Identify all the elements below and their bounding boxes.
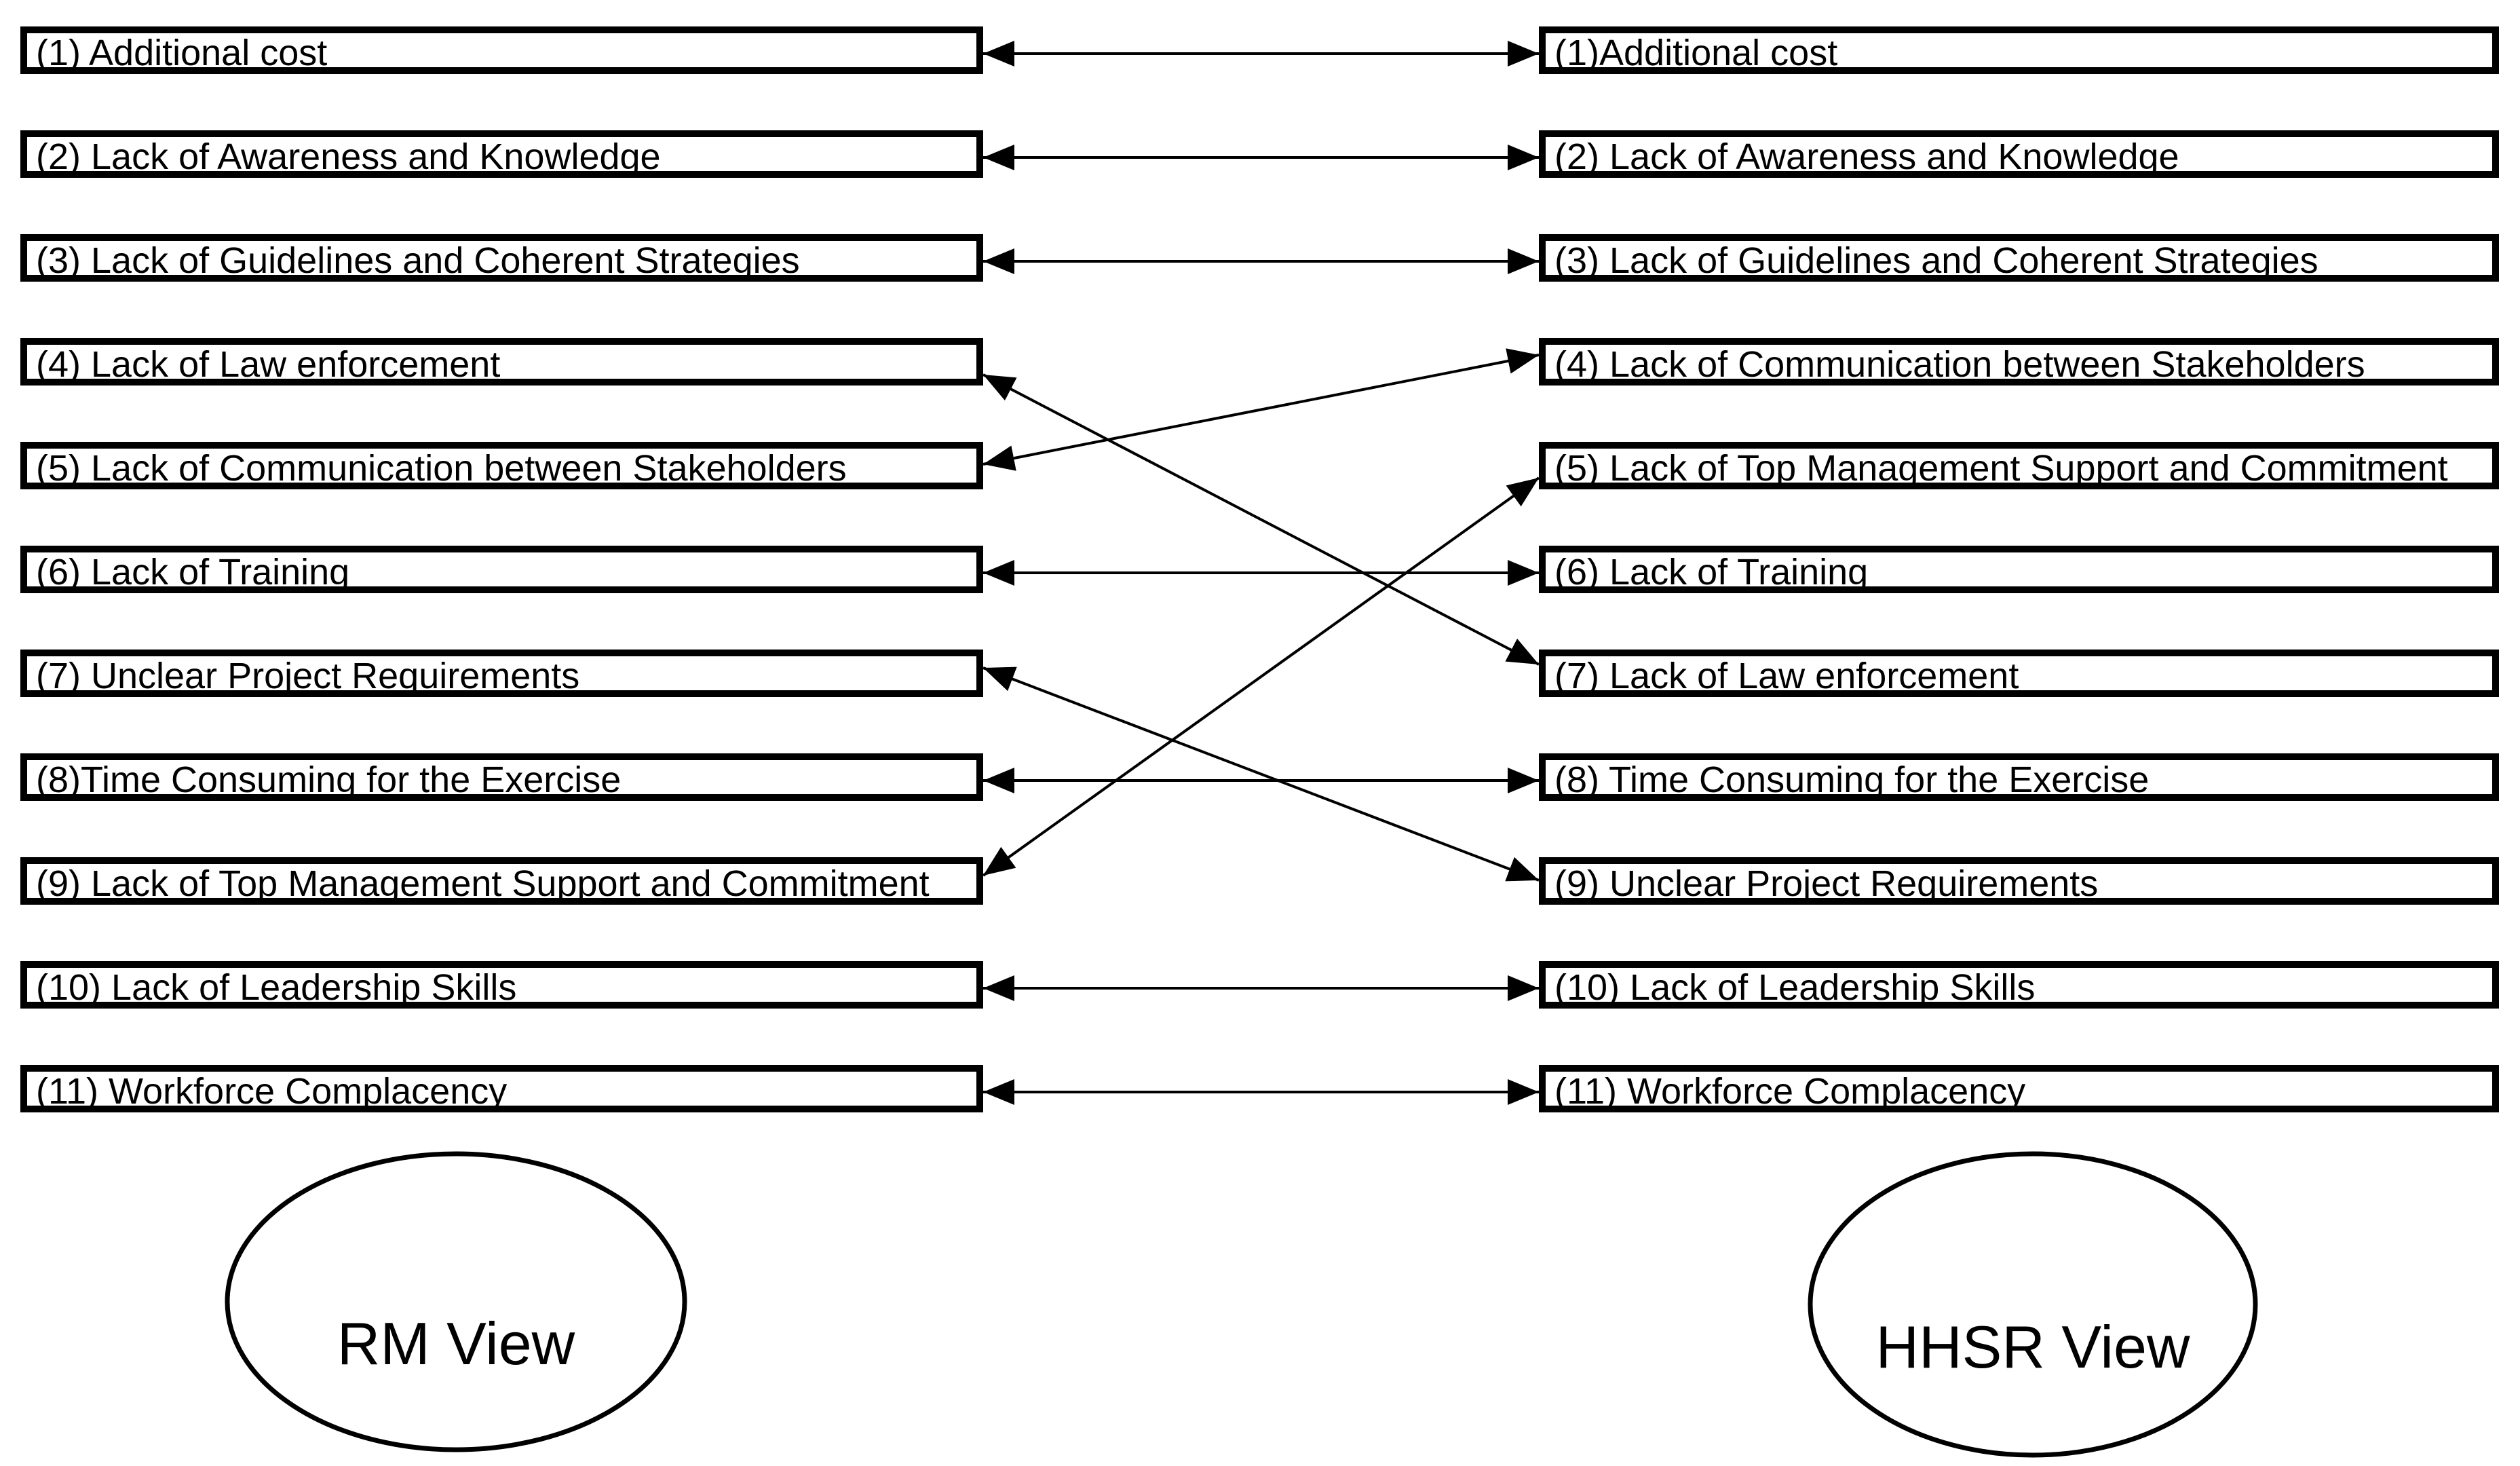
hhsr-item-box: (4) Lack of Communication between Stakeh… [1539,338,2499,386]
hhsr-item-box: (6) Lack of Training [1539,546,2499,593]
hhsr-item-box: (5) Lack of Top Management Support and C… [1539,442,2499,489]
connection-arrow [982,348,1540,471]
rm-item-box: (7) Unclear Project Requirements [20,650,983,697]
rm-item-box: (2) Lack of Awareness and Knowledge [20,130,983,178]
connection-arrow [982,373,1540,666]
hhsr-item-box: (3) Lack of Guidelines and Coherent Stra… [1539,234,2499,282]
hhsr-item-box: (1)Additional cost [1539,26,2499,74]
rm-item-box: (1) Additional cost [20,26,983,74]
hhsr-item-box: (11) Workforce Complacency [1539,1065,2499,1112]
connection-arrow [982,666,1540,882]
connection-arrow [982,476,1540,877]
rm-item-box: (6) Lack of Training [20,546,983,593]
rm-item-box: (5) Lack of Communication between Stakeh… [20,442,983,489]
rm-view-label: RM View [337,1310,575,1377]
hhsr-item-box: (2) Lack of Awareness and Knowledge [1539,130,2499,178]
rm-item-box: (8)Time Consuming for the Exercise [20,753,983,801]
rm-view-ellipse [225,1151,687,1452]
rm-item-box: (3) Lack of Guidelines and Coherent Stra… [20,234,983,282]
rm-item-box: (9) Lack of Top Management Support and C… [20,857,983,905]
rm-item-box: (4) Lack of Law enforcement [20,338,983,386]
hhsr-item-box: (8) Time Consuming for the Exercise [1539,753,2499,801]
hhsr-view-label: HHSR View [1875,1313,2190,1380]
rm-item-box: (10) Lack of Leadership Skills [20,961,983,1009]
hhsr-item-box: (7) Lack of Law enforcement [1539,650,2499,697]
hhsr-item-box: (10) Lack of Leadership Skills [1539,961,2499,1009]
hhsr-item-box: (9) Unclear Project Requirements [1539,857,2499,905]
rm-item-box: (11) Workforce Complacency [20,1065,983,1112]
hhsr-view-ellipse [1808,1151,2258,1458]
connection-arrows [982,41,1540,1105]
